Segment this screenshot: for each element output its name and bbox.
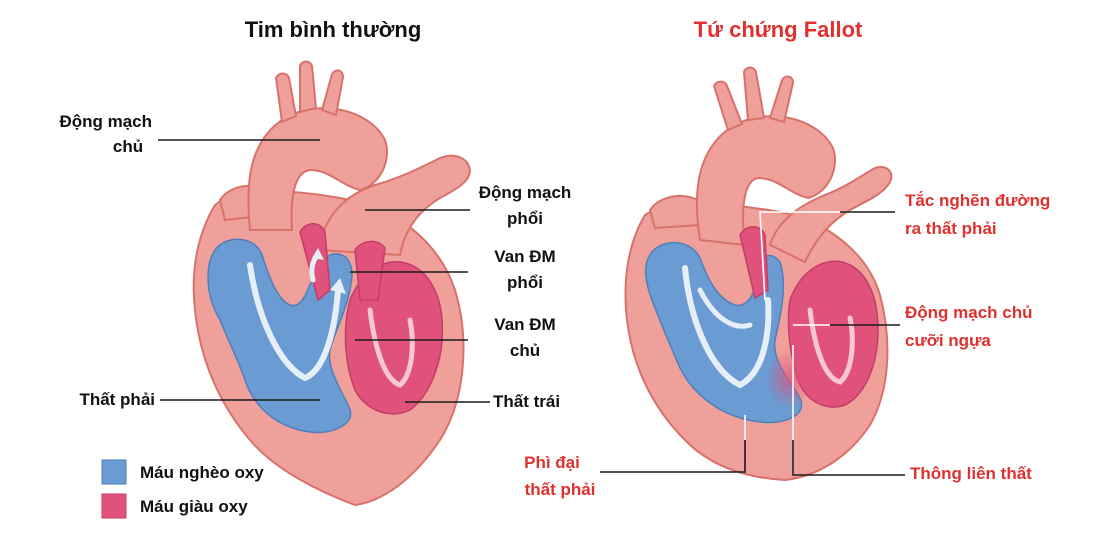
label-pulmonary-valve-line1: Van ĐM	[494, 247, 555, 266]
legend-swatch-deoxygenated	[101, 459, 127, 485]
fallot-pulmonary-artery-shape	[768, 166, 893, 264]
normal-heart-title: Tim bình thường	[245, 17, 422, 42]
legend: Máu nghèo oxy Máu giàu oxy	[101, 459, 264, 519]
label-overriding-aorta-line2: cưỡi ngựa	[905, 331, 991, 350]
label-aorta-line2: chủ	[113, 137, 143, 156]
label-overriding-aorta-line1: Động mạch chủ	[905, 303, 1033, 322]
legend-label-deoxygenated: Máu nghèo oxy	[140, 463, 264, 482]
leader-vsd	[792, 440, 905, 476]
label-aortic-valve-line2: chủ	[510, 341, 540, 360]
normal-heart	[192, 60, 472, 507]
label-pulmonary-valve-line2: phổi	[507, 273, 543, 292]
label-rvot-obstruction-line2: ra thất phải	[905, 219, 997, 238]
legend-swatch-oxygenated	[101, 493, 127, 519]
label-vsd: Thông liên thất	[910, 464, 1032, 483]
label-aortic-valve-line1: Van ĐM	[494, 315, 555, 334]
label-right-ventricle: Thất phải	[79, 390, 155, 409]
fallot-heart	[624, 66, 893, 482]
label-rvot-obstruction-line1: Tắc nghẽn đường	[905, 191, 1050, 210]
fallot-title: Tứ chứng Fallot	[694, 17, 863, 42]
label-pulmonary-artery-line1: Động mạch	[479, 183, 572, 202]
label-rv-hypertrophy-line1: Phì đại	[524, 453, 580, 472]
fallot-aorta-shape	[695, 115, 836, 247]
label-pulmonary-artery-line2: phổi	[507, 209, 543, 228]
pulmonary-artery-shape	[316, 154, 472, 257]
aorta-shape	[247, 107, 388, 231]
legend-label-oxygenated: Máu giàu oxy	[140, 497, 248, 516]
label-aorta-line1: Động mạch	[59, 112, 152, 131]
label-left-ventricle: Thất trái	[493, 392, 560, 411]
label-rv-hypertrophy-line2: thất phải	[525, 480, 596, 499]
leader-hypertrophy	[600, 440, 746, 473]
